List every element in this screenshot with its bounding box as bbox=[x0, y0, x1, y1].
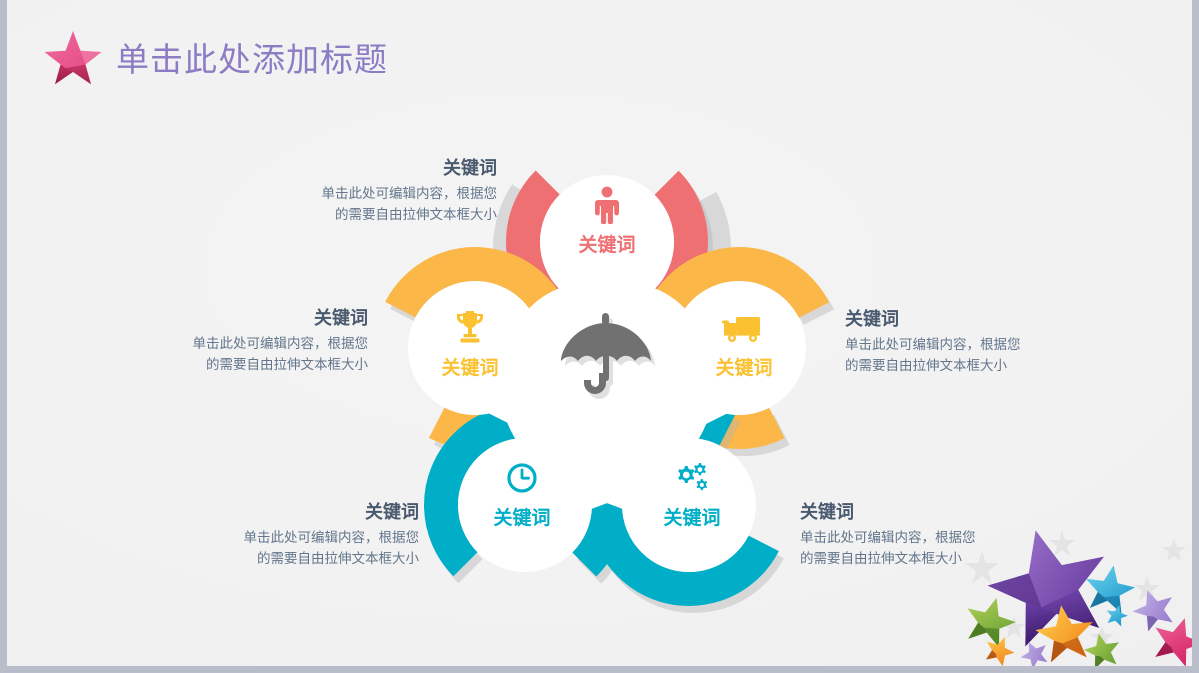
body-line-1: 单击此处可编辑内容，根据您 bbox=[845, 337, 1021, 354]
text-block-right[interactable]: 关键词 单击此处可编辑内容，根据您的需要自由拉伸文本框大小 bbox=[845, 308, 1113, 377]
text-block-heading: 关键词 bbox=[845, 309, 899, 330]
text-block-left[interactable]: 关键词 单击此处可编辑内容，根据您的需要自由拉伸文本框大小 bbox=[110, 307, 369, 376]
body-line-1: 单击此处可编辑内容，根据您 bbox=[192, 336, 369, 353]
body-line-2: 的需要自由拉伸文本框大小 bbox=[800, 551, 962, 568]
body-line-1: 单击此处可编辑内容，根据您 bbox=[243, 530, 420, 547]
body-line-1: 单击此处可编辑内容，根据您 bbox=[800, 530, 976, 547]
text-block-body: 单击此处可编辑内容，根据您的需要自由拉伸文本框大小 bbox=[800, 528, 1062, 570]
body-line-2: 的需要自由拉伸文本框大小 bbox=[257, 551, 419, 568]
text-block-body: 单击此处可编辑内容，根据您的需要自由拉伸文本框大小 bbox=[239, 184, 498, 226]
five-petal-flower-diagram: 关键词 关键词 bbox=[362, 120, 852, 630]
text-block-body: 单击此处可编辑内容，根据您的需要自由拉伸文本框大小 bbox=[845, 335, 1113, 377]
umbrella-icon bbox=[550, 305, 665, 425]
body-line-2: 的需要自由拉伸文本框大小 bbox=[206, 357, 368, 374]
body-line-2: 的需要自由拉伸文本框大小 bbox=[335, 207, 497, 224]
flower-rings-graphic bbox=[374, 130, 845, 613]
text-block-top[interactable]: 关键词 单击此处可编辑内容，根据您的需要自由拉伸文本框大小 bbox=[239, 157, 498, 226]
text-block-heading: 关键词 bbox=[800, 502, 854, 523]
text-block-heading: 关键词 bbox=[365, 502, 419, 523]
text-block-body: 单击此处可编辑内容，根据您的需要自由拉伸文本框大小 bbox=[110, 334, 369, 376]
text-block-heading: 关键词 bbox=[314, 308, 368, 329]
text-block-body: 单击此处可编辑内容，根据您的需要自由拉伸文本框大小 bbox=[167, 528, 420, 570]
presentation-slide: 单击此处添加标题 bbox=[7, 0, 1192, 666]
page-title: 单击此处添加标题 bbox=[116, 40, 388, 79]
text-block-heading: 关键词 bbox=[443, 158, 497, 179]
slide-title-bar: 单击此处添加标题 bbox=[42, 22, 388, 92]
text-block-bottom-right[interactable]: 关键词 单击此处可编辑内容，根据您的需要自由拉伸文本框大小 bbox=[800, 501, 1062, 570]
text-block-bottom-left[interactable]: 关键词 单击此处可编辑内容，根据您的需要自由拉伸文本框大小 bbox=[167, 501, 420, 570]
body-line-2: 的需要自由拉伸文本框大小 bbox=[845, 358, 1007, 375]
body-line-1: 单击此处可编辑内容，根据您 bbox=[321, 186, 498, 203]
pink-3d-star-icon bbox=[44, 30, 102, 85]
